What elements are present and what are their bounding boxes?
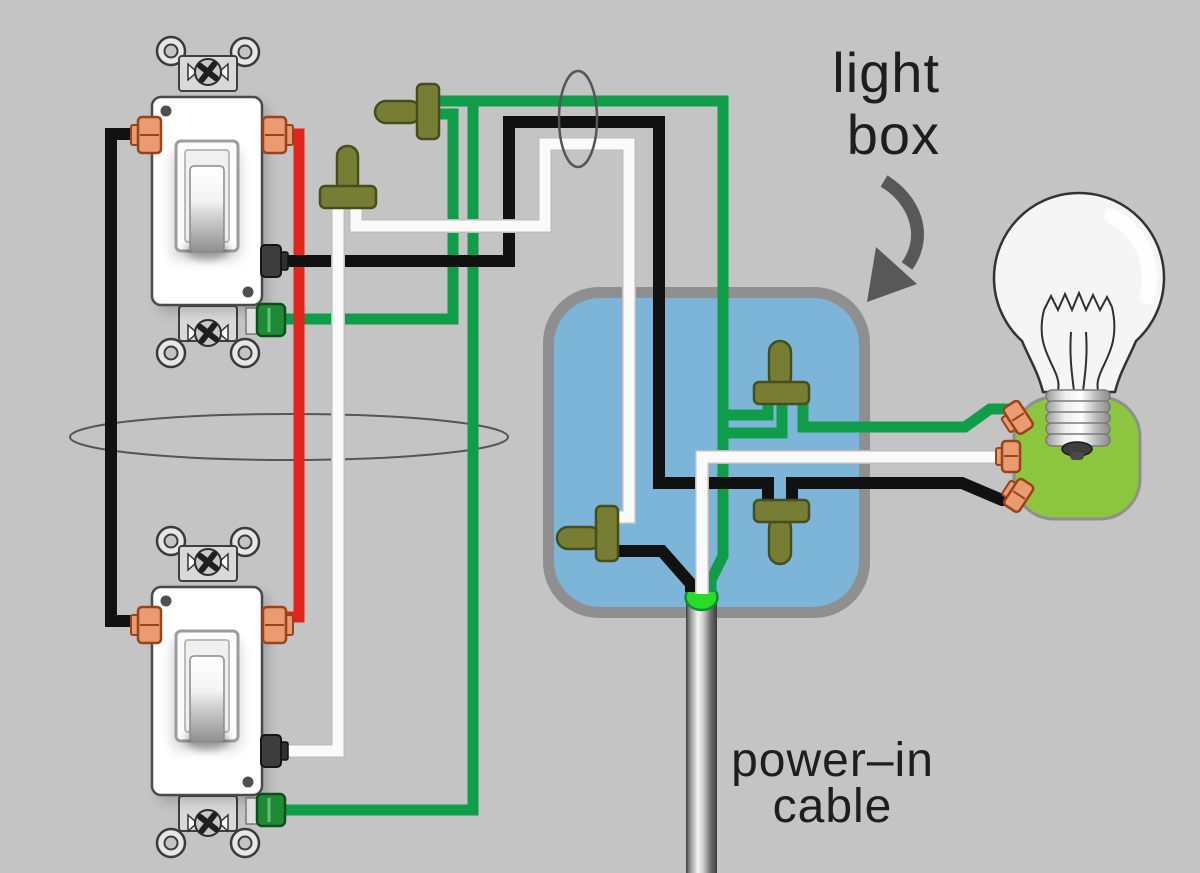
bulb-highlight: [1104, 208, 1158, 305]
wire-green-to-bulb: [797, 398, 1012, 433]
wire-black-power: [614, 545, 697, 592]
wires: [105, 95, 1014, 816]
cable-marker-ellipse-box-run: [557, 69, 599, 169]
light-box-label: light box: [832, 42, 940, 166]
wire-nut-hot-in-box: [555, 504, 620, 563]
power-in-cable-label-line2: cable: [772, 780, 893, 833]
light-box-label-line1: light: [832, 41, 940, 104]
cable-marker-ellipse-switch-run: [69, 413, 509, 461]
three-way-switch-1: [131, 37, 293, 367]
bulb-screw-base: [1045, 389, 1111, 460]
light-box-arrow-icon: [867, 175, 924, 302]
bulb-terminal-black: [1001, 477, 1035, 514]
light-box-label-line2: box: [846, 103, 940, 166]
bulb-terminal-green: [1000, 399, 1034, 436]
wire-white-to-box: [350, 138, 635, 523]
wire-nut-green-splice: [373, 82, 441, 141]
wire-nut-white-splice: [318, 144, 378, 210]
wire-green-switch2-ground: [270, 106, 479, 816]
three-way-switch-2: [131, 527, 293, 857]
power-in-cable-label-line1: power–in: [731, 734, 934, 787]
light-bulb: [992, 191, 1166, 521]
wire-nut-black-in-box: [752, 498, 811, 566]
wire-green-switch1-ground: [270, 108, 459, 325]
cable-sheath: [686, 590, 717, 873]
power-in-cable-label: power–in cable: [690, 734, 975, 833]
bulb-terminal-white: [995, 439, 1022, 474]
wire-green-power: [705, 396, 788, 592]
wire-nut-ground-in-box: [752, 339, 811, 406]
wire-black-traveler: [105, 128, 148, 627]
bulb-filament: [1040, 290, 1116, 393]
wire-black-common-to-box: [270, 116, 774, 512]
wire-white-to-bulb: [696, 451, 1005, 594]
